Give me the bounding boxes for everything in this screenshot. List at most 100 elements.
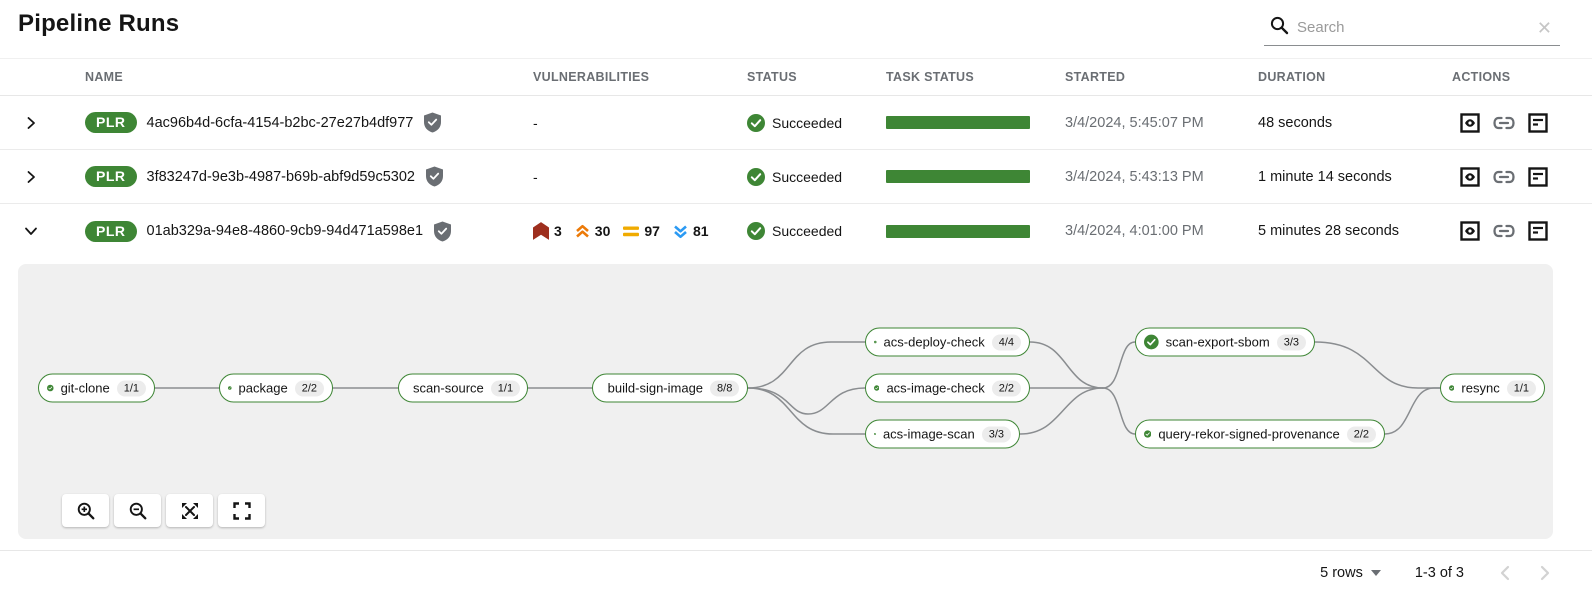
- table-row: PLR 4ac96b4d-6cfa-4154-b2bc-27e27b4df977…: [0, 96, 1592, 150]
- copy-link-button[interactable]: [1493, 115, 1515, 131]
- signed-shield-icon: [423, 112, 442, 133]
- column-header-duration: DURATION: [1258, 70, 1326, 84]
- task-node[interactable]: scan-source 1/1: [398, 373, 528, 403]
- zoom-out-button[interactable]: [114, 494, 161, 527]
- task-node[interactable]: build-sign-image 8/8: [592, 373, 748, 403]
- task-success-icon: [1144, 334, 1159, 350]
- task-node-count: 1/1: [1506, 380, 1536, 396]
- success-icon: [747, 167, 765, 186]
- link-icon: [1493, 170, 1515, 183]
- severity-critical-icon: [533, 222, 549, 240]
- copy-link-button[interactable]: [1493, 169, 1515, 185]
- vulnerabilities-value: -: [533, 168, 538, 185]
- high-vulnerabilities: 30: [575, 223, 610, 239]
- fullscreen-icon: [232, 501, 251, 520]
- task-node[interactable]: acs-image-scan 3/3: [865, 419, 1020, 449]
- task-node[interactable]: query-rekor-signed-provenance 2/2: [1135, 419, 1385, 449]
- column-header-task-status: TASK STATUS: [886, 70, 975, 84]
- fit-to-screen-button[interactable]: [166, 494, 213, 527]
- task-node[interactable]: git-clone 1/1: [38, 373, 155, 403]
- link-icon: [1493, 116, 1515, 129]
- task-node-label: resync: [1461, 380, 1500, 396]
- severity-medium-icon: [623, 226, 640, 236]
- task-success-icon: [1449, 385, 1455, 391]
- success-icon: [747, 113, 765, 132]
- copy-link-button[interactable]: [1493, 223, 1515, 239]
- view-output-button[interactable]: [1460, 112, 1480, 133]
- task-node-label: acs-deploy-check: [883, 334, 985, 350]
- pipeline-run-name[interactable]: 3f83247d-9e3b-4987-b69b-abf9d59c5302: [146, 168, 415, 185]
- task-node[interactable]: resync 1/1: [1440, 373, 1545, 403]
- task-node-count: 3/3: [981, 426, 1011, 442]
- expand-row-button[interactable]: [20, 112, 42, 134]
- search-box[interactable]: ✕: [1264, 10, 1560, 46]
- column-header-started: STARTED: [1065, 70, 1126, 84]
- started-timestamp: 3/4/2024, 5:43:13 PM: [1065, 168, 1204, 185]
- table-bottom-border: [0, 539, 1592, 551]
- critical-count: 3: [554, 223, 562, 239]
- signed-shield-icon: [425, 166, 444, 187]
- pipeline-graph-panel[interactable]: git-clone 1/1 package 2/2 scan-source 1/…: [18, 264, 1553, 539]
- page-title: Pipeline Runs: [18, 10, 180, 37]
- search-input[interactable]: [1289, 19, 1533, 36]
- table-header-row: NAME VULNERABILITIES STATUS TASK STATUS …: [0, 58, 1592, 96]
- task-node-count: 8/8: [710, 380, 740, 396]
- collapse-row-button[interactable]: [20, 220, 42, 242]
- page-header: Pipeline Runs ✕: [0, 0, 1592, 58]
- task-node-label: acs-image-check: [886, 380, 985, 396]
- view-logs-button[interactable]: [1528, 221, 1548, 241]
- task-status-bar: [886, 224, 1030, 238]
- task-success-icon: [1144, 430, 1152, 438]
- chevron-right-icon: [27, 116, 35, 129]
- expand-arrows-icon: [181, 502, 198, 519]
- task-node-count: 1/1: [116, 380, 146, 396]
- success-icon: [747, 222, 765, 240]
- task-node-count: 2/2: [1346, 426, 1376, 442]
- logs-icon: [1528, 221, 1548, 241]
- status-text: Succeeded: [772, 114, 843, 131]
- task-success-icon: [874, 340, 877, 344]
- zoom-in-icon: [77, 502, 94, 519]
- view-output-button[interactable]: [1460, 221, 1480, 241]
- eye-square-icon: [1460, 221, 1480, 241]
- task-node[interactable]: acs-image-check 2/2: [865, 373, 1030, 403]
- previous-page-button[interactable]: [1498, 565, 1512, 581]
- task-node-label: package: [238, 380, 288, 396]
- duration-value: 48 seconds: [1258, 114, 1333, 131]
- zoom-out-icon: [129, 502, 146, 519]
- critical-vulnerabilities: 3: [533, 221, 562, 241]
- chevron-left-icon: [1500, 565, 1510, 581]
- low-count: 81: [692, 223, 709, 239]
- pipeline-edges: [154, 341, 1441, 435]
- task-node-label: scan-source: [412, 380, 484, 396]
- severity-low-icon: [674, 225, 687, 238]
- task-success-icon: [874, 385, 880, 391]
- started-timestamp: 3/4/2024, 5:45:07 PM: [1065, 114, 1204, 131]
- duration-value: 1 minute 14 seconds: [1258, 168, 1392, 185]
- search-icon: [1270, 16, 1289, 40]
- task-node-label: build-sign-image: [607, 380, 704, 396]
- task-node-count: 1/1: [490, 380, 521, 396]
- task-node[interactable]: acs-deploy-check 4/4: [865, 327, 1030, 357]
- column-header-status: STATUS: [747, 70, 797, 84]
- caret-down-icon: [1370, 570, 1381, 576]
- fullscreen-button[interactable]: [218, 494, 265, 527]
- rows-per-page-select[interactable]: 5 rows: [1320, 565, 1381, 581]
- expand-row-button[interactable]: [20, 166, 42, 188]
- vulnerabilities-value: -: [533, 114, 538, 131]
- pipeline-run-name[interactable]: 01ab329a-94e8-4860-9cb9-94d471a598e1: [146, 223, 424, 239]
- zoom-in-button[interactable]: [62, 494, 109, 527]
- rows-per-page-value: 5 rows: [1320, 565, 1363, 581]
- task-node-count: 4/4: [991, 334, 1021, 350]
- view-output-button[interactable]: [1460, 166, 1480, 187]
- view-logs-button[interactable]: [1528, 112, 1548, 133]
- next-page-button[interactable]: [1538, 565, 1552, 581]
- pipeline-run-name[interactable]: 4ac96b4d-6cfa-4154-b2bc-27e27b4df977: [146, 114, 414, 131]
- table-row: PLR 3f83247d-9e3b-4987-b69b-abf9d59c5302…: [0, 150, 1592, 204]
- pagination-bar: 5 rows 1-3 of 3: [0, 551, 1592, 581]
- task-node[interactable]: scan-export-sbom 3/3: [1135, 327, 1315, 357]
- task-node[interactable]: package 2/2: [219, 373, 333, 403]
- eye-square-icon: [1460, 166, 1480, 187]
- clear-search-icon[interactable]: ✕: [1536, 17, 1552, 38]
- view-logs-button[interactable]: [1528, 166, 1548, 187]
